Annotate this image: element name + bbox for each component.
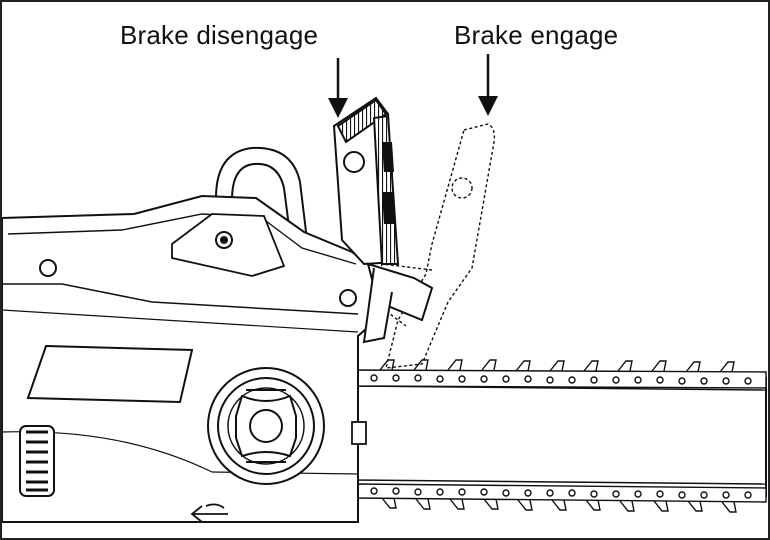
arrow-disengage: [328, 58, 348, 118]
bar-clamp: [351, 421, 367, 445]
brake-lever-engaged-outline: [373, 123, 496, 369]
brake-lever-disengaged: [332, 96, 434, 344]
brake-disengage-label: Brake disengage: [120, 20, 319, 50]
motor-housing: [2, 194, 375, 523]
saw-chain-bottom: [355, 483, 767, 513]
brake-engage-label: Brake engage: [454, 20, 619, 50]
direction-arrow-icon: [190, 503, 228, 523]
guide-bar: [351, 372, 767, 498]
adjustment-wheel: [19, 425, 55, 497]
chain-tension-knob: [207, 367, 325, 485]
arrow-engage: [478, 54, 498, 116]
